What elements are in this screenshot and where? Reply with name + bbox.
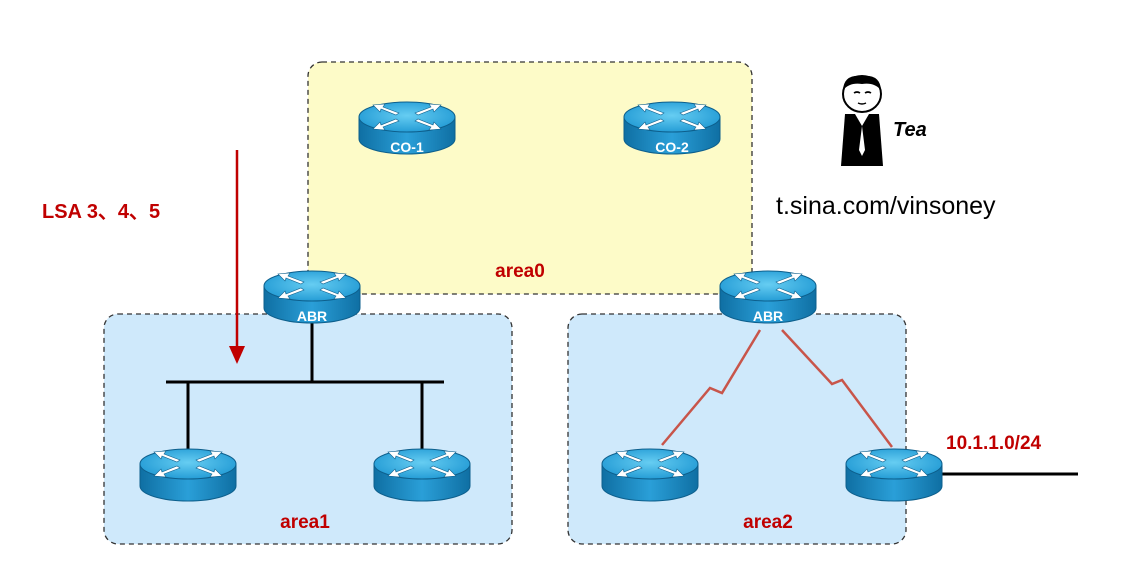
network-label: 10.1.1.0/24	[946, 433, 1042, 454]
router-abr-right-label: ABR	[753, 308, 783, 324]
area0-label: area0	[495, 261, 545, 282]
router-area1-right	[373, 448, 471, 502]
router-area2-left	[601, 448, 699, 502]
router-abr-left-label: ABR	[297, 308, 327, 324]
person-icon	[841, 75, 883, 166]
router-area1-left	[139, 448, 237, 502]
area1-box	[103, 313, 513, 545]
area0-box	[307, 61, 753, 295]
router-co1: CO-1	[358, 101, 456, 155]
author-weibo: t.sina.com/vinsoney	[776, 192, 996, 220]
lsa-arrow	[229, 150, 245, 364]
author-name: Tea	[893, 119, 927, 141]
area2-box	[567, 313, 907, 545]
router-abr-left: ABR	[263, 270, 361, 324]
router-co2-label: CO-2	[655, 139, 689, 155]
router-area2-right	[845, 448, 943, 502]
area1-ethernet-segment	[166, 322, 444, 452]
area1-label: area1	[280, 512, 330, 533]
router-abr-right: ABR	[719, 270, 817, 324]
lsa-label: LSA 3、4、5	[42, 201, 160, 223]
serial-links	[661, 329, 894, 448]
area2-label: area2	[743, 512, 793, 533]
router-co1-label: CO-1	[390, 139, 424, 155]
router-co2: CO-2	[623, 101, 721, 155]
